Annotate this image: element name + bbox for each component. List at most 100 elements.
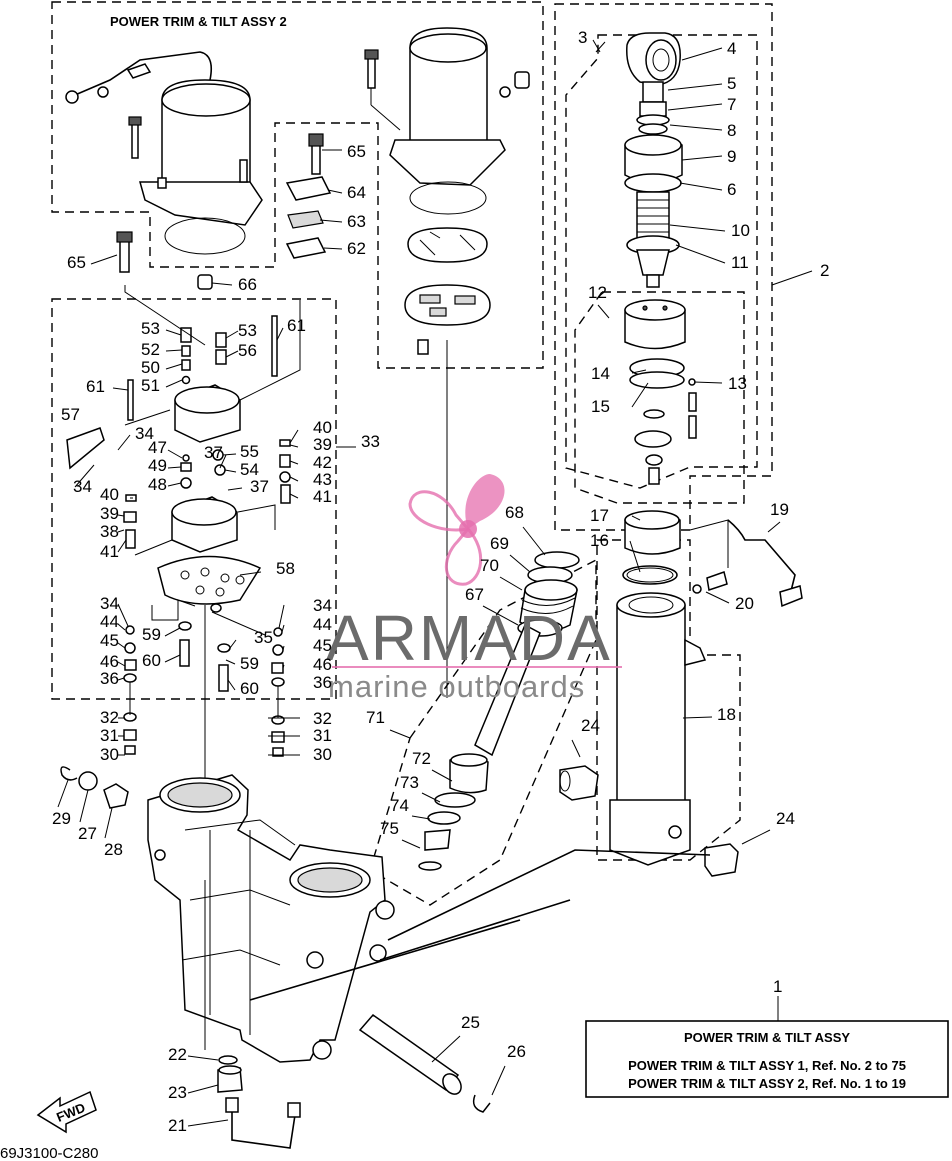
callout-c67: 67 <box>465 585 484 604</box>
callout-c13: 13 <box>728 374 747 393</box>
callout-c5: 5 <box>727 74 736 93</box>
legend-ref-number: 1 <box>773 977 782 996</box>
callout-c68: 68 <box>505 503 524 522</box>
callout-c66: 66 <box>238 275 257 294</box>
callout-c27: 27 <box>78 824 97 843</box>
callout-c71: 71 <box>366 708 385 727</box>
piston-assy <box>622 299 697 585</box>
cylinder-rod-assy <box>624 32 683 288</box>
callout-c70: 70 <box>480 556 499 575</box>
callout-c10: 10 <box>731 221 750 240</box>
callout-c24b: 24 <box>776 809 795 828</box>
callout-c59b: 59 <box>240 654 259 673</box>
callout-c34b: 34 <box>73 477 92 496</box>
callout-c16: 16 <box>590 531 609 550</box>
leader-lines <box>57 39 813 1127</box>
callout-c40b: 40 <box>313 418 332 437</box>
legend-title: POWER TRIM & TILT ASSY <box>684 1030 850 1045</box>
callout-c7: 7 <box>727 95 736 114</box>
callout-c37b: 37 <box>250 477 269 496</box>
callout-c49: 49 <box>148 456 167 475</box>
callout-c46a: 46 <box>100 652 119 671</box>
callout-c40a: 40 <box>100 485 119 504</box>
callout-c31a: 31 <box>100 726 119 745</box>
callout-c35: 35 <box>254 628 273 647</box>
callout-c6: 6 <box>727 180 736 199</box>
callout-c4: 4 <box>727 39 736 58</box>
cylinder-body <box>559 519 803 877</box>
callout-c39a: 39 <box>100 504 119 523</box>
callout-c8: 8 <box>727 121 736 140</box>
callout-c36a: 36 <box>100 669 119 688</box>
callout-c63: 63 <box>347 212 366 231</box>
callout-c61a: 61 <box>86 377 105 396</box>
callout-c25: 25 <box>461 1013 480 1032</box>
callout-c24a: 24 <box>581 716 600 735</box>
callout-c32a: 32 <box>100 708 119 727</box>
callout-c73: 73 <box>400 773 419 792</box>
callout-c39b: 39 <box>313 435 332 454</box>
callout-c55: 55 <box>240 442 259 461</box>
legend-line-1: POWER TRIM & TILT ASSY 1, Ref. No. 2 to … <box>628 1058 906 1073</box>
callout-c38: 38 <box>100 522 119 541</box>
propeller-icon <box>408 474 505 586</box>
callout-c53b: 53 <box>238 321 257 340</box>
callout-c45a: 45 <box>100 631 119 650</box>
parts-62-66 <box>116 133 332 290</box>
callout-c29: 29 <box>52 809 71 828</box>
callout-c15: 15 <box>591 397 610 416</box>
callout-c50: 50 <box>141 358 160 377</box>
callout-c37a: 37 <box>204 443 223 462</box>
callout-c3: 3 <box>578 28 587 47</box>
watermark-brand: ARMADA <box>326 602 612 674</box>
callout-c65a: 65 <box>347 142 366 161</box>
callout-c26: 26 <box>507 1042 526 1061</box>
callout-c44a: 44 <box>100 612 119 631</box>
callout-c62: 62 <box>347 239 366 258</box>
callout-numbers: 2345789610111213141516171819202122232424… <box>52 28 829 1135</box>
callout-c20: 20 <box>735 594 754 613</box>
callout-c65b: 65 <box>67 253 86 272</box>
callout-c42: 42 <box>313 453 332 472</box>
callout-c60a: 60 <box>142 651 161 670</box>
callout-c54: 54 <box>240 460 259 479</box>
legend-box: 1 POWER TRIM & TILT ASSY POWER TRIM & TI… <box>585 977 949 1098</box>
callout-c58: 58 <box>276 559 295 578</box>
callout-c19: 19 <box>770 500 789 519</box>
callout-c41b: 41 <box>313 487 332 506</box>
callout-c75: 75 <box>380 819 399 838</box>
assy2-header-label: POWER TRIM & TILT ASSY 2 <box>110 14 287 29</box>
callout-c59a: 59 <box>142 625 161 644</box>
callout-c47: 47 <box>148 438 167 457</box>
callout-c61b: 61 <box>287 316 306 335</box>
callout-c2: 2 <box>820 261 829 280</box>
motor-assy-1 <box>364 27 530 698</box>
diagram-code: 69J3100-C280 <box>0 1145 98 1161</box>
callout-c41a: 41 <box>100 542 119 561</box>
callout-c23: 23 <box>168 1083 187 1102</box>
callout-c12: 12 <box>588 283 607 302</box>
callout-c33: 33 <box>361 432 380 451</box>
callout-c43: 43 <box>313 470 332 489</box>
callout-c74: 74 <box>390 796 409 815</box>
trim-rod-assy <box>418 551 580 871</box>
callout-c34d: 34 <box>313 596 332 615</box>
callout-c48: 48 <box>148 475 167 494</box>
callout-c11: 11 <box>731 253 749 272</box>
callout-c21: 21 <box>168 1116 187 1135</box>
callout-c53a: 53 <box>141 319 160 338</box>
bracket <box>36 766 711 1149</box>
callout-c30b: 30 <box>313 745 332 764</box>
callout-c14: 14 <box>591 364 610 383</box>
watermark: ARMADA marine outboards <box>326 474 622 704</box>
callout-c72: 72 <box>412 749 431 768</box>
callout-c64: 64 <box>347 183 366 202</box>
legend-line-2: POWER TRIM & TILT ASSY 2, Ref. No. 1 to … <box>628 1076 906 1091</box>
callout-c31b: 31 <box>313 726 332 745</box>
watermark-tagline: marine outboards <box>328 669 585 704</box>
callout-c36b: 36 <box>313 673 332 692</box>
callout-c51: 51 <box>141 376 160 395</box>
callout-c32b: 32 <box>313 709 332 728</box>
callout-c45b: 45 <box>313 636 332 655</box>
